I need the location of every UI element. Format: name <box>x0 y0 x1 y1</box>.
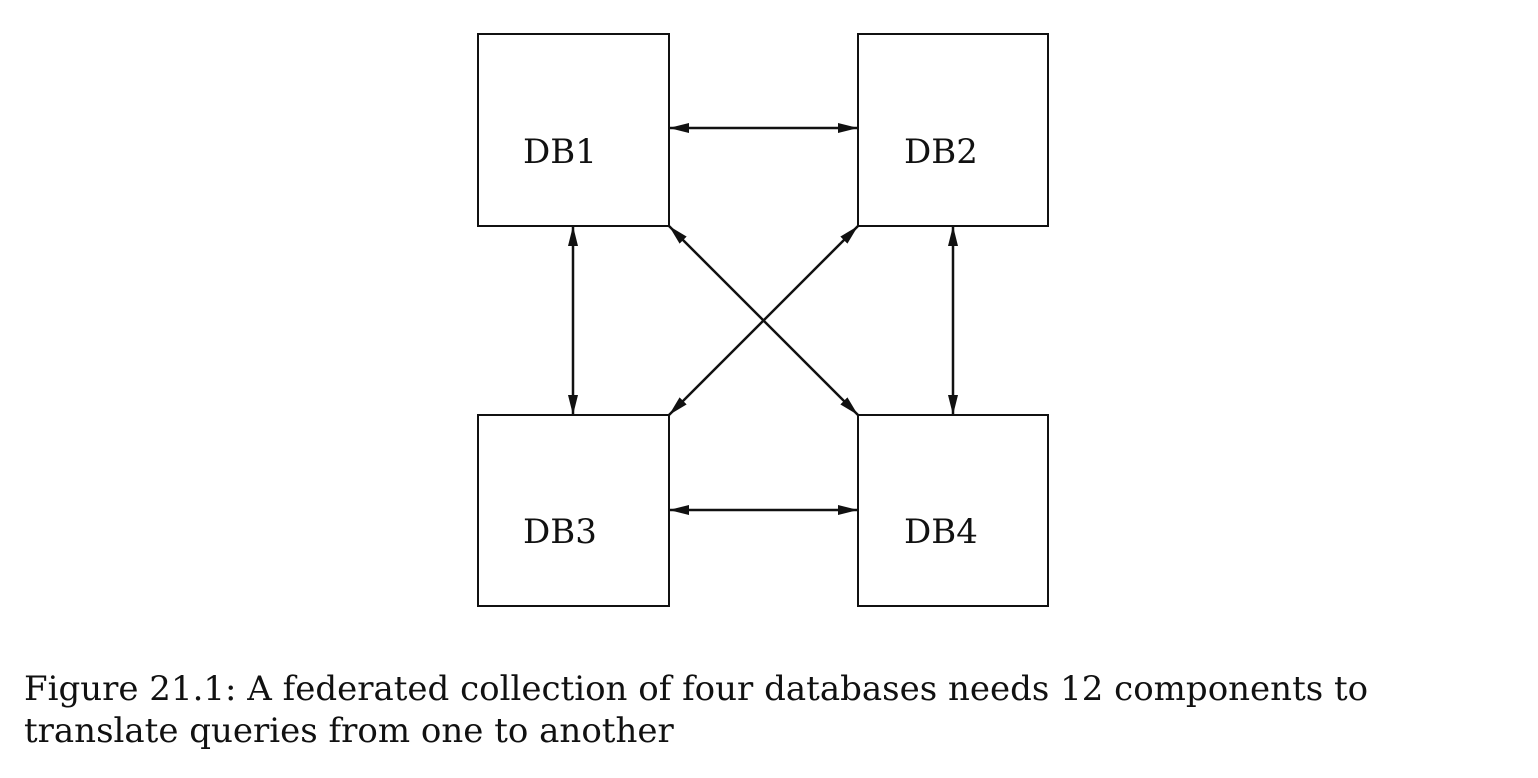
db4-label: DB4 <box>904 512 978 552</box>
db3-box: DB3 <box>477 414 670 607</box>
db1-label: DB1 <box>523 132 597 172</box>
db2-box: DB2 <box>857 33 1049 227</box>
db4-box: DB4 <box>857 414 1049 607</box>
db3-label: DB3 <box>523 512 597 552</box>
db1-box: DB1 <box>477 33 670 227</box>
db2-label: DB2 <box>904 132 978 172</box>
federated-database-diagram: DB1 DB2 DB3 DB4 <box>477 33 1049 607</box>
link-db2-db3 <box>668 225 859 416</box>
figure-caption: Figure 21.1: A federated collection of f… <box>24 669 1369 751</box>
